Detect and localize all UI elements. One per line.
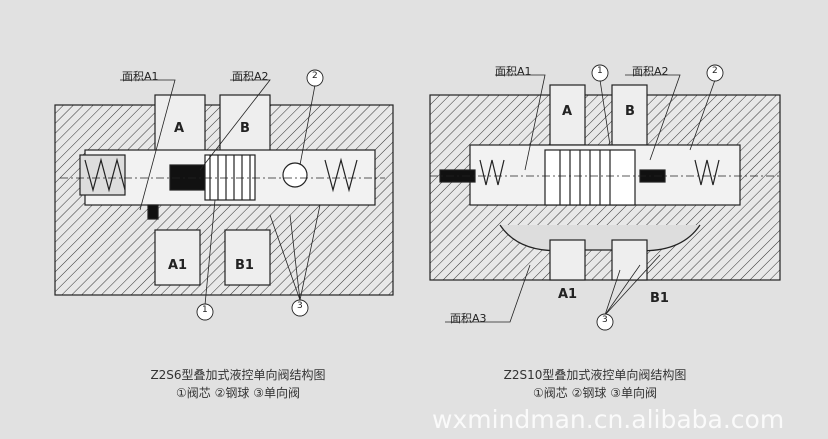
label-area-a2: 面积A2 xyxy=(632,65,669,78)
label-area-a1: 面积A1 xyxy=(495,65,532,78)
z2s10-valve-drawing xyxy=(429,84,781,281)
right-caption-legend: ①阀芯 ②钢球 ③单向阀 xyxy=(533,386,657,400)
label-area-a2: 面积A2 xyxy=(232,70,269,83)
callout-2: 2 xyxy=(312,71,318,81)
left-caption-title: Z2S6型叠加式液控单向阀结构图 xyxy=(150,368,326,382)
port-b1: B1 xyxy=(235,258,254,273)
port-b1: B1 xyxy=(650,291,669,306)
port-a: A xyxy=(562,104,573,119)
right-caption-title: Z2S10型叠加式液控单向阀结构图 xyxy=(503,368,687,382)
z2s6-valve-drawing xyxy=(54,94,394,296)
label-area-a3: 面积A3 xyxy=(450,312,487,325)
callout-1: 1 xyxy=(202,305,208,315)
port-a1: A1 xyxy=(558,287,578,302)
port-b: B xyxy=(240,121,250,136)
callout-1: 1 xyxy=(597,66,603,76)
port-b: B xyxy=(625,104,635,119)
left-caption-legend: ①阀芯 ②钢球 ③单向阀 xyxy=(176,386,300,400)
port-a: A xyxy=(174,121,185,136)
watermark: wxmindman.cn.alibaba.com xyxy=(432,405,785,434)
callout-2: 2 xyxy=(712,66,718,76)
callout-3: 3 xyxy=(602,315,608,325)
label-area-a1: 面积A1 xyxy=(122,70,159,83)
callout-3: 3 xyxy=(297,301,303,311)
port-a1: A1 xyxy=(168,258,188,273)
